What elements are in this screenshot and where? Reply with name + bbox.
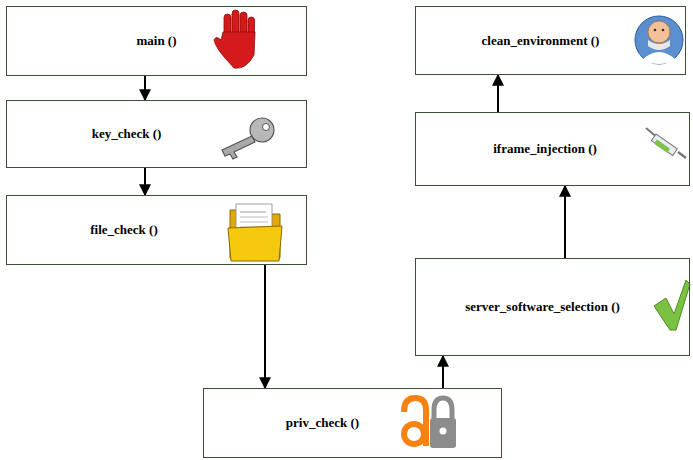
check-icon: [654, 280, 690, 330]
function-label: clean_environment (): [482, 33, 600, 49]
syringe-icon: [646, 128, 686, 158]
flow-arrow: [497, 75, 499, 112]
folder-icon: [228, 204, 282, 261]
function-label: iframe_injection (): [493, 141, 597, 157]
flow-arrow: [442, 356, 444, 388]
hand-icon: [214, 10, 255, 68]
function-box: clean_environment (): [415, 6, 686, 75]
function-box: server_software_selection (): [415, 258, 690, 356]
function-box: main (): [6, 6, 307, 76]
cleaner-icon: [635, 16, 683, 64]
function-label: main (): [136, 33, 176, 49]
function-label: server_software_selection (): [465, 299, 620, 315]
function-label: priv_check (): [286, 415, 359, 431]
function-box: priv_check (): [203, 388, 502, 458]
function-box: key_check (): [6, 100, 307, 168]
flow-arrow: [144, 168, 146, 195]
function-box: iframe_injection (): [415, 112, 690, 186]
key-icon: [222, 118, 274, 159]
function-label: key_check (): [92, 126, 162, 142]
flow-arrow: [144, 76, 146, 100]
function-label: file_check (): [90, 222, 158, 238]
flow-arrow: [564, 186, 566, 258]
function-box: file_check (): [6, 195, 307, 265]
access-lock-icon: [404, 398, 456, 448]
flow-arrow: [264, 265, 266, 388]
